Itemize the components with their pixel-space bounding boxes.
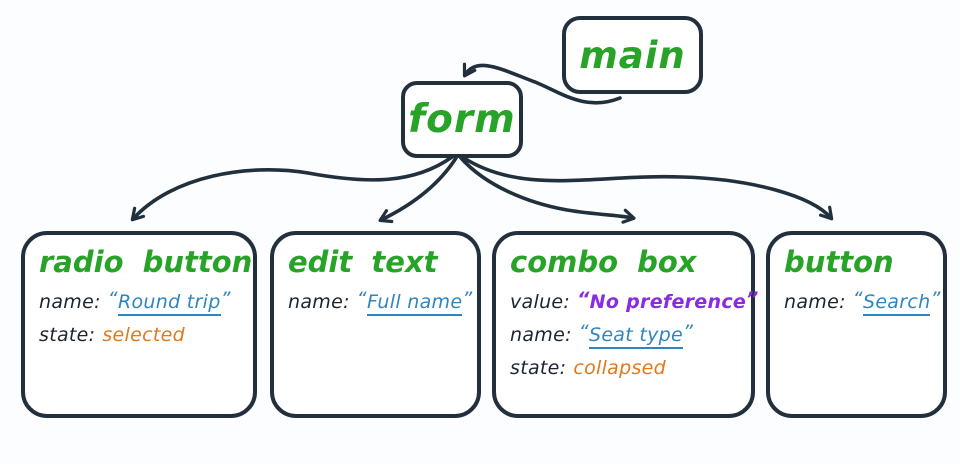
edge-form-to-combo-box — [459, 156, 636, 224]
node-form-label: form — [408, 97, 516, 142]
prop-state: state: collapsed — [510, 357, 737, 379]
edge-form-to-edit-text — [378, 156, 458, 224]
node-radio-button: radio button name: “Round trip” state: sel… — [21, 231, 257, 418]
node-title: combo box — [510, 245, 697, 279]
node-title: edit text — [288, 245, 438, 279]
prop-value: “Seat type” — [579, 321, 693, 350]
node-combo-box: combo box value: “No preference” name: “Se… — [492, 231, 758, 418]
node-button: button name: “Search” — [766, 231, 947, 418]
prop-value: “Search” — [853, 288, 941, 317]
prop-value: “No preference” — [577, 288, 759, 314]
node-edit-text: edit text name: “Full name” — [270, 231, 481, 418]
node-form: form — [401, 81, 523, 158]
prop-name: name: “Full name” — [288, 288, 472, 317]
prop-key: state: — [39, 324, 96, 347]
prop-key: value: — [510, 291, 571, 314]
prop-value: collapsed — [573, 357, 667, 380]
prop-value: selected — [102, 324, 185, 347]
prop-value: “Round trip” — [108, 288, 231, 317]
prop-key: name: — [39, 291, 101, 314]
prop-value-line: value: “No preference” — [510, 288, 758, 314]
prop-name: name: “Search” — [784, 288, 940, 317]
edge-form-to-radio-button — [130, 155, 454, 222]
node-title: button — [784, 245, 894, 279]
prop-key: state: — [510, 357, 567, 380]
prop-state: state: selected — [39, 324, 239, 346]
node-main-label: main — [579, 33, 686, 77]
prop-key: name: — [784, 291, 846, 314]
prop-key: name: — [288, 291, 350, 314]
node-main: main — [562, 16, 703, 94]
node-title: radio button — [39, 245, 253, 279]
prop-value: “Full name” — [357, 288, 473, 317]
edge-form-to-button — [462, 156, 834, 221]
prop-key: name: — [510, 324, 572, 347]
prop-name: name: “Round trip” — [39, 288, 239, 317]
prop-name: name: “Seat type” — [510, 321, 737, 350]
